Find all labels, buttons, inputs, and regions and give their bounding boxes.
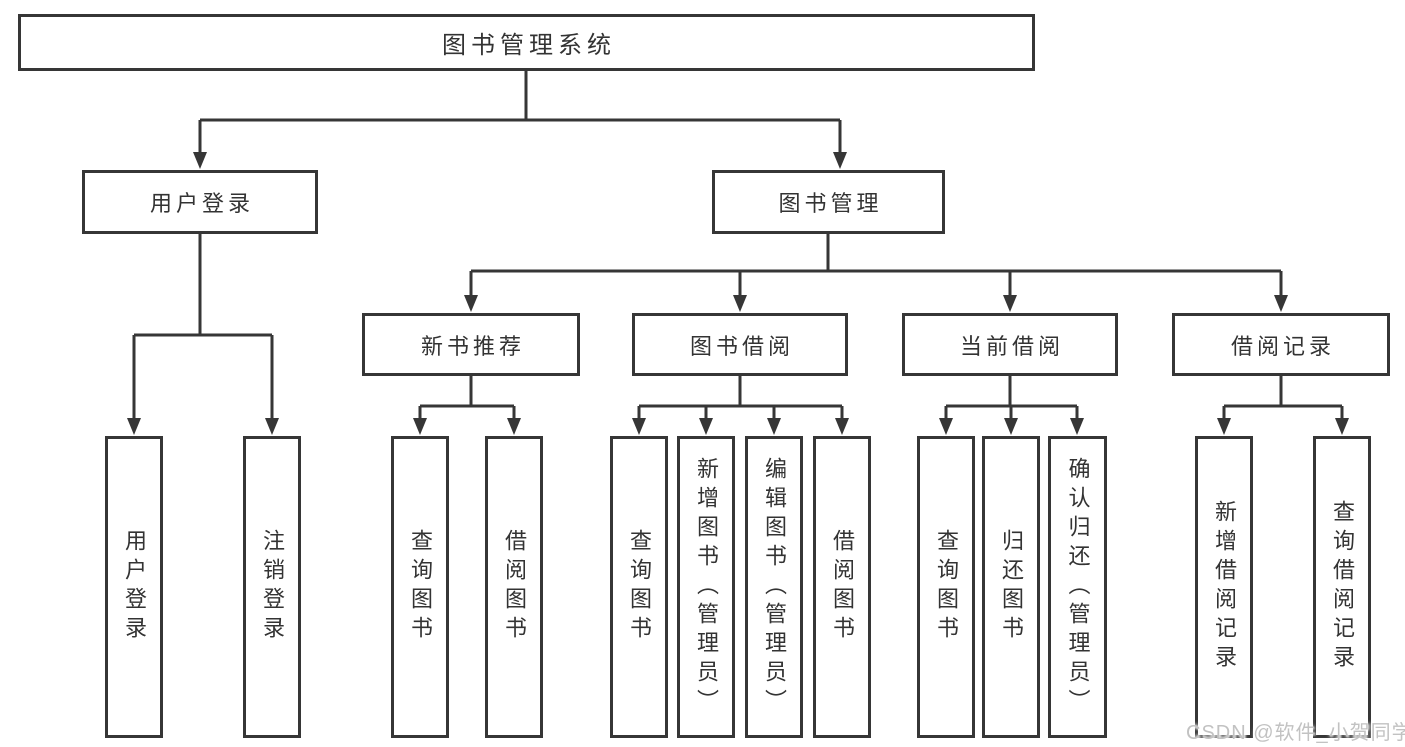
node-leaf-borrow-books: 借阅图书 [813,436,871,738]
connector-current-borrow-to-children [944,374,1079,418]
connector-book-borrow-to-children [637,374,844,418]
arrow-down-icon [1274,295,1288,312]
arrow-down-icon [127,418,141,435]
arrow-down-icon [835,418,849,435]
connector-user-login-to-children [132,234,274,418]
node-label: 用户登录 [122,529,147,645]
node-label: 确认归还（管理员） [1065,456,1091,718]
arrow-down-icon [1003,295,1017,312]
connector-borrow-records-to-children [1222,374,1344,418]
node-book-management: 图书管理 [712,170,945,234]
node-current-borrow: 当前借阅 [902,313,1118,376]
arrow-down-icon [464,295,478,312]
node-leaf-user-login: 用户登录 [105,436,163,738]
node-label: 当前借阅 [959,333,1064,359]
arrow-down-icon [699,418,713,435]
node-label: 注销登录 [260,529,285,645]
arrow-down-icon [1217,418,1231,435]
node-leaf-query-borrow-record: 查询借阅记录 [1313,436,1371,738]
node-new-book-recommend: 新书推荐 [362,313,580,376]
node-book-borrow: 图书借阅 [632,313,848,376]
node-user-login: 用户登录 [82,170,318,234]
node-leaf-edit-books-admin: 编辑图书（管理员） [745,436,803,738]
node-label: 图书管理系统 [442,32,616,59]
node-label: 归还图书 [999,529,1024,645]
node-leaf-recommend-query-books: 查询图书 [391,436,449,738]
node-label: 查询图书 [627,529,652,645]
arrow-down-icon [939,418,953,435]
node-label: 图书借阅 [689,333,794,359]
csdn-watermark: CSDN @软件_小贺同学 [1186,722,1405,744]
node-label: 编辑图书（管理员） [762,456,787,718]
node-leaf-add-borrow-record: 新增借阅记录 [1195,436,1253,738]
node-label: 新书推荐 [420,333,525,359]
arrow-down-icon [1004,418,1018,435]
node-leaf-borrow-query-books: 查询图书 [610,436,668,738]
node-label: 借阅图书 [502,529,527,645]
node-label: 查询图书 [408,529,433,645]
arrow-down-icon [193,152,207,169]
arrow-down-icon [265,418,279,435]
node-label: 新增图书（管理员） [694,456,719,718]
node-leaf-confirm-return-admin: 确认归还（管理员） [1048,436,1107,738]
node-label: 用户登录 [149,191,254,216]
arrow-down-icon [507,418,521,435]
node-label: 借阅图书 [830,529,855,645]
connector-root-to-level2 [198,68,842,152]
arrow-down-icon [767,418,781,435]
node-root-library-system: 图书管理系统 [18,14,1035,71]
arrow-down-icon [632,418,646,435]
node-leaf-add-books-admin: 新增图书（管理员） [677,436,735,738]
node-label: 查询借阅记录 [1330,500,1355,674]
node-leaf-current-query-books: 查询图书 [917,436,975,738]
connector-new-book-to-children [418,374,516,418]
connector-book-management-to-children [469,231,1283,295]
node-label: 新增借阅记录 [1212,500,1237,674]
node-borrow-records: 借阅记录 [1172,313,1390,376]
node-leaf-recommend-borrow-books: 借阅图书 [485,436,543,738]
arrow-down-icon [733,295,747,312]
arrow-down-icon [1335,418,1349,435]
arrow-down-icon [413,418,427,435]
node-label: 借阅记录 [1230,333,1335,359]
node-leaf-logout: 注销登录 [243,436,301,738]
node-leaf-return-books: 归还图书 [982,436,1040,738]
node-label: 图书管理 [778,191,883,216]
arrow-down-icon [833,152,847,169]
node-label: 查询图书 [934,529,959,645]
arrow-down-icon [1070,418,1084,435]
